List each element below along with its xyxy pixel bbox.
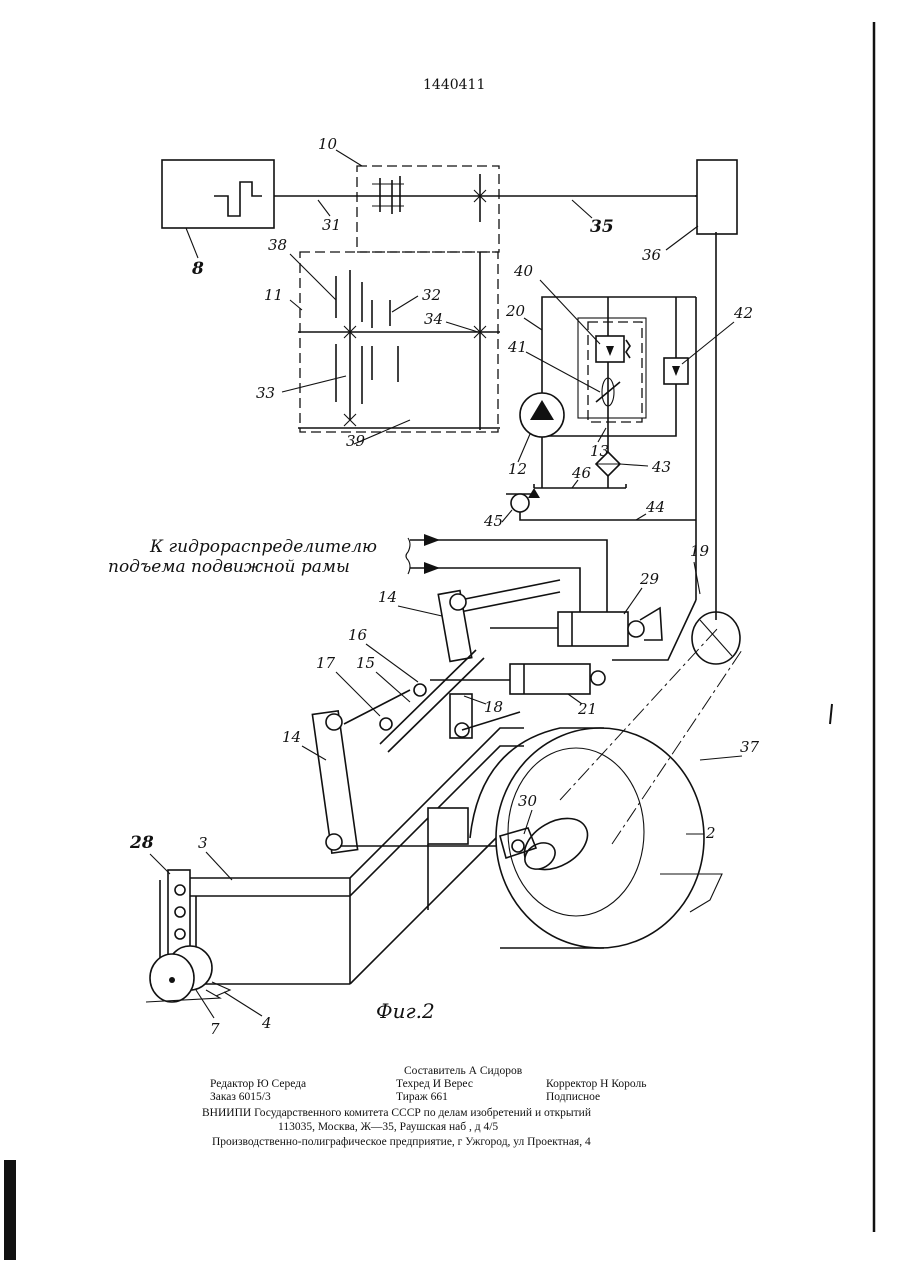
- svg-text:14: 14: [282, 728, 301, 746]
- svg-text:13: 13: [590, 442, 609, 460]
- svg-text:34: 34: [424, 310, 443, 328]
- svg-text:43: 43: [651, 458, 671, 476]
- footer-printer: Производственно-полиграфическое предприя…: [212, 1135, 591, 1149]
- gearbox-11: [298, 252, 500, 432]
- svg-text:16: 16: [348, 626, 368, 644]
- margin-mark: [830, 704, 832, 724]
- svg-text:31: 31: [322, 216, 341, 234]
- svg-text:20: 20: [505, 302, 526, 320]
- left-edge-mark: [4, 1160, 16, 1260]
- annotation-line-1: К гидрораспределителю: [149, 537, 377, 557]
- svg-text:42: 42: [733, 304, 753, 322]
- svg-text:41: 41: [507, 338, 527, 356]
- frame-3: [186, 728, 530, 984]
- svg-text:7: 7: [210, 1020, 220, 1038]
- svg-text:14: 14: [378, 588, 397, 606]
- svg-text:39: 39: [346, 432, 366, 450]
- svg-text:11: 11: [264, 286, 283, 304]
- svg-text:15: 15: [356, 654, 375, 672]
- svg-text:45: 45: [483, 512, 503, 530]
- svg-text:17: 17: [316, 654, 336, 672]
- svg-text:8: 8: [191, 259, 204, 279]
- svg-text:40: 40: [513, 262, 534, 280]
- footer-compiler: Составитель А Сидоров: [404, 1064, 522, 1078]
- footer-address: 113035, Москва, Ж—35, Раушская наб , д 4…: [278, 1120, 498, 1134]
- svg-text:4: 4: [261, 1014, 272, 1032]
- svg-text:28: 28: [129, 833, 154, 853]
- svg-text:36: 36: [642, 246, 662, 264]
- roller-7: [146, 870, 230, 1002]
- svg-text:19: 19: [690, 542, 710, 560]
- svg-text:18: 18: [484, 698, 503, 716]
- svg-text:30: 30: [518, 792, 538, 810]
- svg-text:44: 44: [645, 498, 665, 516]
- svg-text:33: 33: [256, 384, 275, 402]
- footer-order: Заказ 6015/3: [210, 1090, 271, 1104]
- hydraulic-cylinder-29: [490, 608, 662, 646]
- annotation-brace: [406, 538, 410, 574]
- annotation-line-2: подъема подвижной рамы: [108, 557, 350, 577]
- footer-subscription: Подписное: [546, 1090, 600, 1104]
- svg-text:10: 10: [318, 135, 338, 153]
- svg-text:37: 37: [740, 738, 760, 756]
- block-36: [697, 160, 737, 234]
- svg-text:29: 29: [639, 570, 660, 588]
- svg-text:2: 2: [705, 824, 716, 842]
- svg-text:3: 3: [198, 834, 208, 852]
- svg-text:12: 12: [508, 460, 527, 478]
- footer-corrector: Корректор Н Король: [546, 1077, 647, 1091]
- svg-text:35: 35: [590, 217, 614, 237]
- gearbox-10: [357, 166, 697, 252]
- wheel-2: [470, 728, 722, 948]
- svg-text:32: 32: [422, 286, 441, 304]
- footer-techred: Техред И Верес: [396, 1077, 473, 1091]
- footer-circulation: Тираж 661: [396, 1090, 448, 1104]
- footer-editor: Редактор Ю Середа: [210, 1077, 306, 1091]
- svg-text:46: 46: [571, 464, 592, 482]
- footer-org: ВНИИПИ Государственного комитета СССР по…: [202, 1106, 591, 1120]
- figure-caption: Фиг.2: [376, 999, 435, 1023]
- patent-number: 1440411: [423, 77, 485, 93]
- svg-text:38: 38: [268, 236, 287, 254]
